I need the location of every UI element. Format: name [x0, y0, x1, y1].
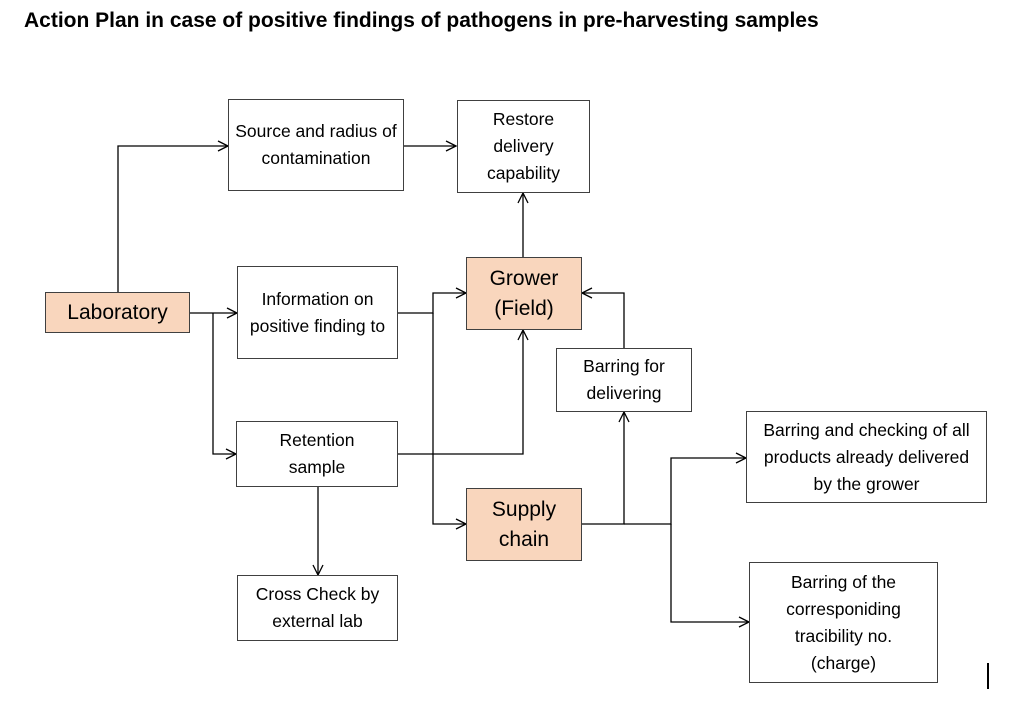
text-cursor: [987, 663, 989, 689]
node-grower: Grower (Field): [466, 257, 582, 330]
node-barring-checking: Barring and checking of all products alr…: [746, 411, 987, 503]
node-barring-checking-label: Barring and checking of all products alr…: [763, 419, 970, 494]
node-source-label: Source and radius of contamination: [235, 121, 397, 168]
edge-information-supply: [432, 313, 466, 524]
node-grower-label: Grower (Field): [489, 266, 559, 320]
node-restore: Restore delivery capability: [457, 100, 590, 193]
edge-laboratory-retention: [212, 313, 236, 454]
node-source: Source and radius of contamination: [228, 99, 404, 191]
node-retention-label: Retention sample: [279, 430, 355, 477]
node-barring-delivering-label: Barring for delivering: [583, 356, 665, 403]
node-restore-label: Restore delivery capability: [487, 109, 560, 183]
node-barring-traceability-label: Barring of the corresponiding tracibilit…: [786, 571, 901, 673]
edge-laboratory-source: [117, 146, 228, 292]
edge-barring-grower: [582, 293, 625, 348]
node-cross-check: Cross Check by external lab: [237, 575, 398, 641]
edge-supply-barring: [582, 412, 624, 525]
node-cross-check-label: Cross Check by external lab: [255, 584, 380, 631]
node-information-label: Information on positive finding to: [249, 288, 386, 336]
node-supply-chain-label: Supply chain: [491, 497, 557, 551]
diagram-title: Action Plan in case of positive findings…: [24, 9, 819, 32]
edge-supply-traceability: [670, 524, 749, 622]
node-information: Information on positive finding to: [237, 266, 398, 359]
node-barring-traceability: Barring of the corresponiding tracibilit…: [749, 562, 938, 683]
node-supply-chain: Supply chain: [466, 488, 582, 561]
node-laboratory-label: Laboratory: [67, 300, 168, 324]
node-barring-delivering: Barring for delivering: [556, 348, 692, 412]
edge-retention-grower: [398, 330, 523, 455]
node-laboratory: Laboratory: [45, 292, 190, 333]
node-retention: Retention sample: [236, 421, 398, 487]
edge-supply-checking: [624, 458, 746, 525]
edge-information-grower: [398, 293, 466, 314]
